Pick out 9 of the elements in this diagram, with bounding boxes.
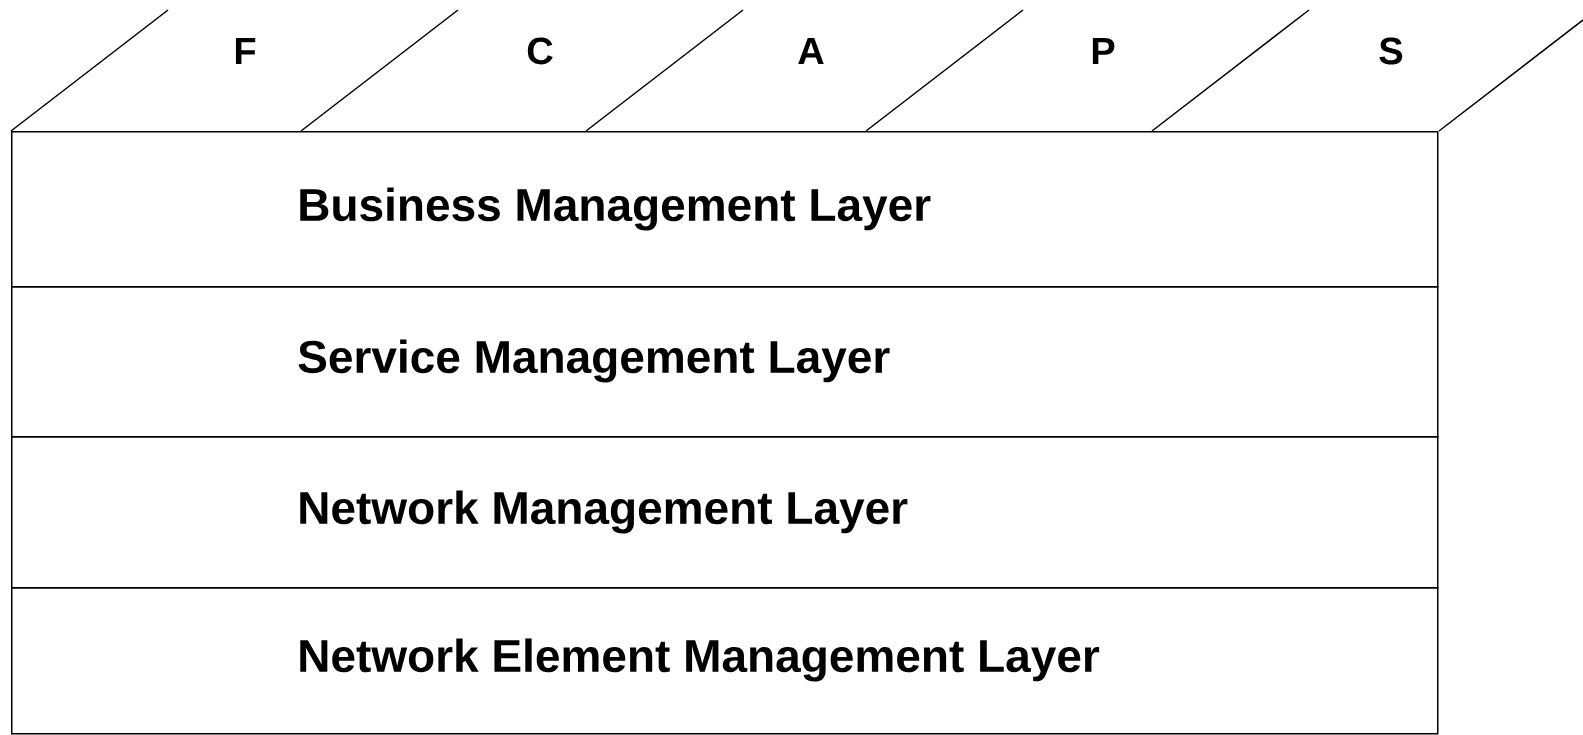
column-letter: S (1379, 37, 1403, 65)
layer-band: Network Management Layer (11, 436, 1439, 589)
column-letter: F (235, 37, 256, 65)
column-letter: C (527, 37, 553, 65)
layer-band: Business Management Layer (11, 131, 1439, 288)
column-letter: A (798, 37, 824, 65)
layer-band: Network Element Management Layer (11, 587, 1439, 735)
column-letter: P (1092, 37, 1115, 65)
layer-band: Service Management Layer (11, 286, 1439, 438)
